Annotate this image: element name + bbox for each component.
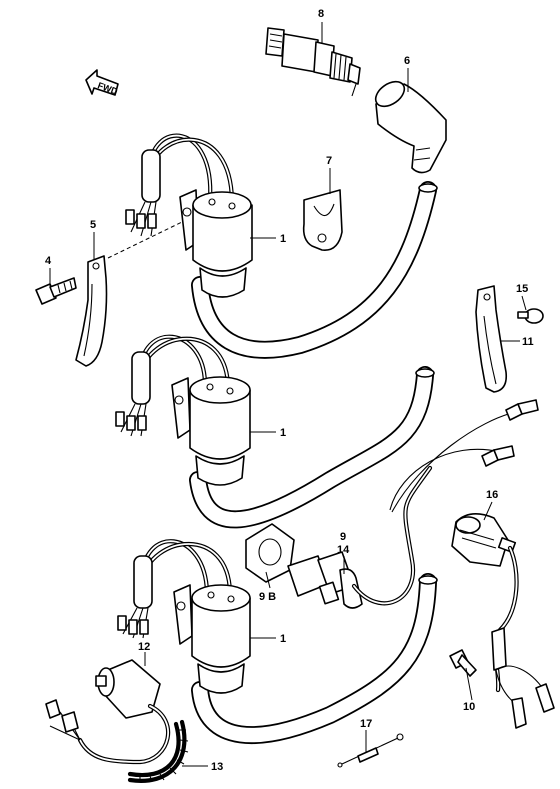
- high-tension-cord-lower: [191, 573, 438, 745]
- callout-14: 14: [337, 544, 350, 556]
- front-direction-arrow-icon: FWD: [85, 69, 119, 97]
- ignition-coil-upper: [125, 133, 253, 298]
- cord-clamp: [302, 189, 343, 251]
- callout-6: 6: [404, 55, 410, 67]
- small-screw: [517, 308, 544, 324]
- spark-plug: [265, 27, 361, 97]
- callout-1-middle: 1: [280, 427, 286, 439]
- sensor-screw: [449, 649, 477, 677]
- callout-7: 7: [326, 155, 332, 167]
- sensor-lead-wires: [389, 399, 539, 513]
- callout-17: 17: [360, 718, 372, 730]
- callout-8: 8: [318, 8, 324, 20]
- callout-12: 12: [138, 641, 150, 653]
- pressure-sensor: [45, 659, 171, 765]
- callout-15: 15: [516, 283, 528, 295]
- harness-sleeve: [127, 719, 189, 783]
- coil-bracket: [475, 285, 508, 393]
- pickup-sensor: [287, 465, 433, 609]
- high-tension-cord-upper: [191, 181, 438, 359]
- mount-bracket: [75, 255, 108, 367]
- callout-1-upper: 1: [280, 233, 286, 245]
- callout-11: 11: [522, 336, 534, 348]
- callout-10: 10: [463, 701, 475, 713]
- callout-16: 16: [486, 489, 498, 501]
- screw-bolt: [35, 277, 77, 305]
- callout-5: 5: [90, 219, 96, 231]
- leader-lines: [49, 22, 527, 767]
- ground-wire: [337, 733, 404, 768]
- ignition-coil-middle: [115, 334, 251, 486]
- callout-9b: 9 B: [259, 591, 276, 603]
- callout-1-lower: 1: [280, 633, 286, 645]
- high-tension-cord-middle: [189, 366, 435, 529]
- neutral-switch: [451, 513, 555, 729]
- callout-13: 13: [211, 761, 223, 773]
- gasket-plate: [245, 523, 295, 583]
- callout-4: 4: [45, 255, 52, 267]
- ignition-coil-lower: [117, 539, 251, 694]
- spark-plug-cap: [374, 80, 447, 174]
- callout-9: 9: [340, 531, 346, 543]
